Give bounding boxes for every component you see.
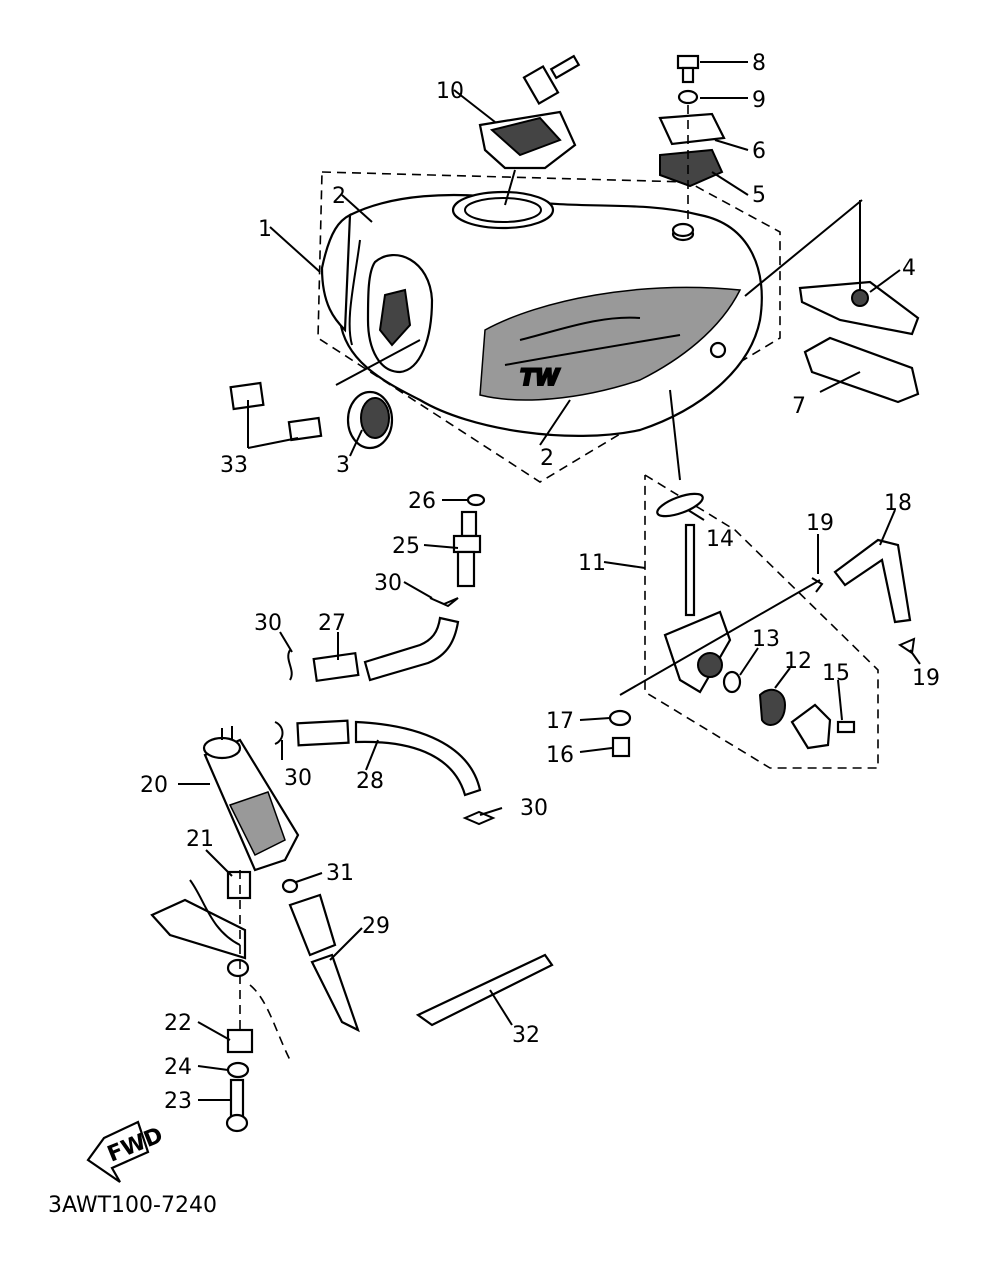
washer-17 [608, 709, 632, 727]
filler-cap [478, 54, 581, 206]
callout-13: 13 [752, 627, 780, 652]
callout-30b: 30 [254, 611, 282, 636]
callout-14: 14 [706, 527, 734, 552]
callout-1: 1 [258, 217, 272, 242]
bolt-23 [225, 1078, 249, 1133]
callout-16: 16 [546, 743, 574, 768]
fuel-cock [619, 523, 821, 696]
washer-9 [677, 89, 699, 105]
hose-27-short [312, 651, 360, 683]
callout-6: 6 [752, 139, 766, 164]
callout-19b: 19 [912, 666, 940, 691]
callouts: 10 8 9 6 5 4 7 2 1 2 3 33 2 26 25 30 30 … [140, 51, 940, 1114]
callout-33: 33 [220, 453, 248, 478]
clip-30d [462, 810, 496, 826]
callout-31: 31 [326, 861, 354, 886]
fuel-pump-20 [202, 726, 300, 872]
callout-19a: 19 [806, 511, 834, 536]
o-ring-14 [656, 492, 704, 518]
hose-18 [833, 538, 912, 624]
callout-20: 20 [140, 773, 168, 798]
callout-30c: 30 [284, 766, 312, 791]
hose-28 [354, 720, 482, 797]
emblem-3 [335, 339, 421, 450]
callout-7: 7 [792, 394, 806, 419]
callout-12: 12 [784, 649, 812, 674]
damper-5 [659, 148, 724, 188]
collar-22 [226, 1028, 254, 1054]
callout-2c: 2 [540, 446, 554, 471]
damper-21 [150, 870, 252, 960]
fuel-tank: TW [320, 190, 763, 437]
screw-16 [611, 736, 631, 758]
callout-9: 9 [752, 88, 766, 113]
callout-26: 26 [408, 489, 436, 514]
callout-10: 10 [436, 79, 464, 104]
pad-33b [287, 416, 323, 442]
clip-30b [287, 649, 293, 681]
callout-8: 8 [752, 51, 766, 76]
callout-30d: 30 [520, 796, 548, 821]
joint-25 [452, 510, 482, 588]
cock-group-outline [644, 474, 879, 769]
callout-21: 21 [186, 827, 214, 852]
clip-30a [429, 597, 459, 608]
leader-lines [178, 61, 921, 1101]
grommet [226, 958, 250, 978]
hose-28-short [296, 719, 350, 747]
hose-29 [288, 893, 360, 1033]
callout-28: 28 [356, 769, 384, 794]
svg-text:TW: TW [520, 366, 561, 391]
callout-18: 18 [884, 491, 912, 516]
callout-4: 4 [902, 256, 916, 281]
cover-6 [658, 112, 726, 146]
clip-19b [897, 637, 916, 655]
callout-15: 15 [822, 661, 850, 686]
callout-24: 24 [164, 1055, 192, 1080]
callout-22: 22 [164, 1011, 192, 1036]
gasket-12 [758, 688, 787, 726]
o-ring-13 [722, 670, 742, 694]
band-32 [415, 953, 554, 1027]
callout-30a: 30 [374, 571, 402, 596]
fwd-arrow-icon [86, 1120, 150, 1183]
cover-plate [790, 703, 832, 750]
clamp-31 [281, 878, 299, 894]
clip-30c [274, 721, 284, 745]
callout-2a: 2 [332, 184, 346, 209]
clamp-26 [466, 493, 486, 507]
diagram-code: 3AWT100-7240 [48, 1193, 217, 1218]
washer-24 [226, 1061, 250, 1079]
screw-15 [836, 720, 856, 734]
callout-17: 17 [546, 709, 574, 734]
callout-3: 3 [336, 453, 350, 478]
callout-23: 23 [164, 1089, 192, 1114]
callout-5: 5 [752, 183, 766, 208]
clip-19a [811, 577, 824, 593]
callout-27: 27 [318, 611, 346, 636]
bolt-8 [676, 54, 700, 84]
callout-25: 25 [392, 534, 420, 559]
callout-32: 32 [512, 1023, 540, 1048]
damper-7 [803, 336, 920, 404]
callout-29: 29 [362, 914, 390, 939]
hose-27 [363, 616, 460, 682]
callout-11: 11 [578, 551, 606, 576]
